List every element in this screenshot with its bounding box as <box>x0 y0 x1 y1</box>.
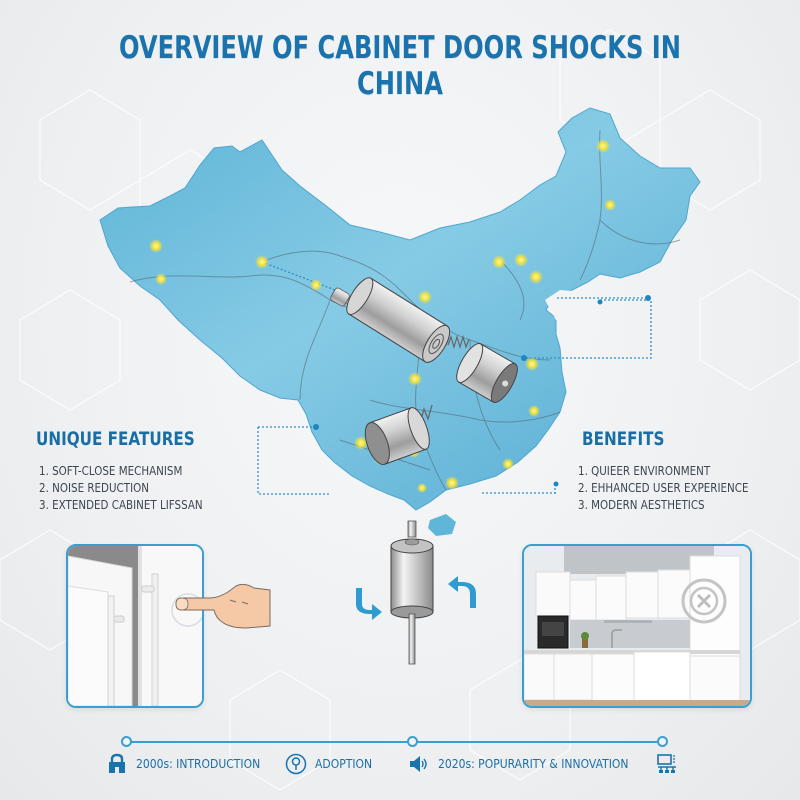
timeline-node <box>657 736 668 747</box>
exploded-shock-absorber <box>330 277 518 465</box>
rotation-arrow-right <box>448 576 476 608</box>
timeline-item-popularity: 2020s: POPURARITY & INNOVATION <box>408 753 650 775</box>
speaker-icon <box>410 756 427 772</box>
timeline-line <box>127 741 262 743</box>
timeline-node <box>121 736 132 747</box>
page-title: OVERVIEW OF CABINET DOOR SHOCKS IN CHINA <box>118 30 682 102</box>
pointing-hand-icon <box>175 583 271 629</box>
unique-features-list: 1. SOFT-CLOSE MECHANISM 2. NOISE REDUCTI… <box>39 463 229 514</box>
soft-close-illustration-card <box>66 544 204 708</box>
feature-item: 2. NOISE REDUCTION <box>39 481 149 495</box>
network-computer-icon <box>657 754 676 773</box>
feature-item: 1. SOFT-CLOSE MECHANISM <box>39 464 183 478</box>
timeline-item-introduction: 2000s: INTRODUCTION <box>106 753 274 775</box>
timeline-item-adoption: ADOPTION <box>285 753 378 775</box>
location-pin-icon <box>285 753 307 775</box>
benefits-heading: BENEFITS <box>582 428 665 450</box>
feature-item: 3. EXTENDED CABINET LIFSSAN <box>39 498 203 512</box>
timeline-node <box>407 736 418 747</box>
benefit-item: 1. QUIEER ENVIRONMENT <box>578 464 711 478</box>
rotation-arrow-left <box>356 588 382 620</box>
cabinet-door-hand-illustration <box>68 546 202 706</box>
lock-icon <box>109 753 125 773</box>
benefits-list: 1. QUIEER ENVIRONMENT 2. EHHANCED USER E… <box>578 463 776 514</box>
assembled-shock-absorber <box>356 520 476 665</box>
modern-kitchen-illustration-card <box>522 544 752 708</box>
timeline-line <box>262 741 662 743</box>
timeline-item-network <box>656 753 686 775</box>
unique-features-heading: UNIQUE FEATURES <box>36 428 195 450</box>
timeline-label: 2000s: INTRODUCTION <box>136 757 261 771</box>
kitchen-illustration <box>524 546 750 706</box>
benefit-item: 3. MODERN AESTHETICS <box>578 498 705 512</box>
benefit-item: 2. EHHANCED USER EXPERIENCE <box>578 481 749 495</box>
x-circle-icon <box>681 578 727 624</box>
hainan-island <box>428 514 456 536</box>
timeline-label: 2020s: POPURARITY & INNOVATION <box>438 757 629 771</box>
timeline-label: ADOPTION <box>315 757 373 771</box>
